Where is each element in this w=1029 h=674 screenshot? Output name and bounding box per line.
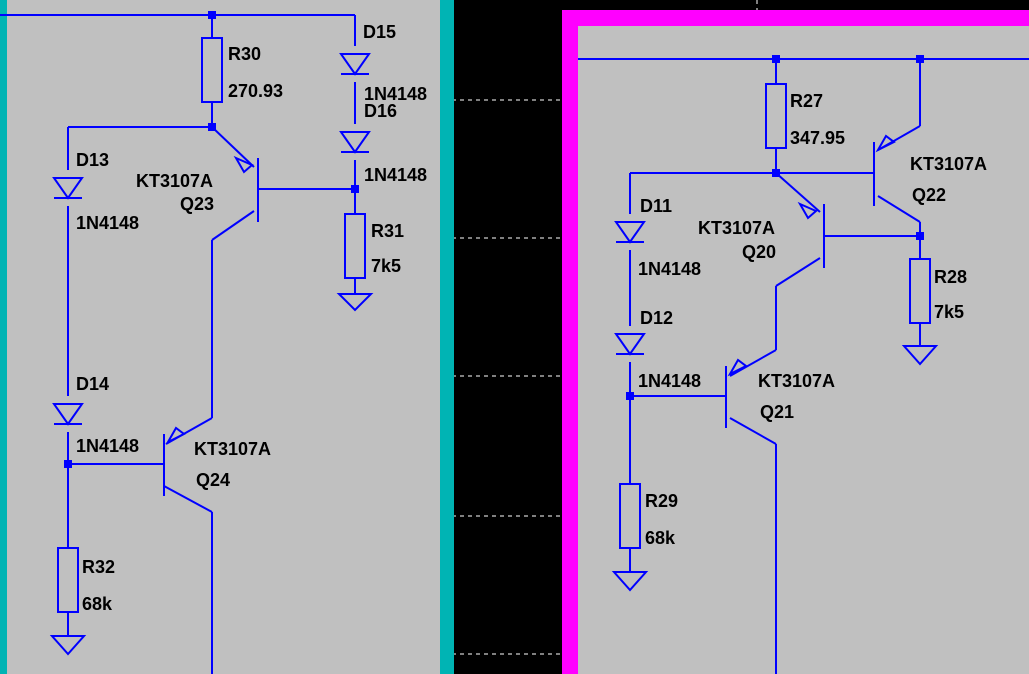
d14-name: D14 bbox=[76, 374, 109, 394]
r29-name: R29 bbox=[645, 491, 678, 511]
ground-r32 bbox=[49, 635, 87, 656]
left-sheet[interactable]: R30 270.93 D15 1N4148 D16 1N4148 KT3107A… bbox=[0, 0, 454, 674]
q21-name: Q21 bbox=[760, 402, 794, 422]
d15-name: D15 bbox=[363, 22, 396, 42]
r32-name: R32 bbox=[82, 557, 115, 577]
diode-d16[interactable]: D16 1N4148 bbox=[339, 101, 427, 185]
d12-model: 1N4148 bbox=[638, 371, 701, 391]
q21-model: KT3107A bbox=[758, 371, 835, 391]
transistor-q20[interactable]: KT3107A Q20 bbox=[698, 201, 825, 268]
resistor-r31[interactable]: R31 7k5 bbox=[344, 213, 404, 279]
right-wires bbox=[578, 58, 1029, 674]
q20-model: KT3107A bbox=[698, 218, 775, 238]
diode-d11[interactable]: D11 1N4148 bbox=[614, 196, 701, 279]
d12-name: D12 bbox=[640, 308, 673, 328]
d11-model: 1N4148 bbox=[638, 259, 701, 279]
d16-model: 1N4148 bbox=[364, 165, 427, 185]
diode-d12[interactable]: D12 1N4148 bbox=[614, 308, 701, 391]
r28-value: 7k5 bbox=[934, 302, 964, 322]
d15-model: 1N4148 bbox=[364, 84, 427, 104]
left-wires bbox=[0, 14, 356, 674]
r27-name: R27 bbox=[790, 91, 823, 111]
transistor-q23[interactable]: KT3107A Q23 bbox=[136, 155, 259, 222]
r29-value: 68k bbox=[645, 528, 676, 548]
transistor-q22[interactable]: KT3107A Q22 bbox=[873, 134, 987, 206]
q22-model: KT3107A bbox=[910, 154, 987, 174]
resistor-r29[interactable]: R29 68k bbox=[619, 483, 678, 549]
r30-name: R30 bbox=[228, 44, 261, 64]
right-junctions bbox=[626, 55, 924, 400]
r28-name: R28 bbox=[934, 267, 967, 287]
q23-name: Q23 bbox=[180, 194, 214, 214]
q20-name: Q20 bbox=[742, 242, 776, 262]
ground-r28 bbox=[901, 345, 939, 366]
r31-name: R31 bbox=[371, 221, 404, 241]
q24-model: KT3107A bbox=[194, 439, 271, 459]
resistor-r30[interactable]: R30 270.93 bbox=[201, 37, 283, 103]
ground-r31 bbox=[336, 293, 374, 312]
left-frame-border-left bbox=[0, 0, 7, 674]
r27-value: 347.95 bbox=[790, 128, 845, 148]
left-frame-border-right bbox=[440, 0, 454, 674]
d13-model: 1N4148 bbox=[76, 213, 139, 233]
d16-name: D16 bbox=[364, 101, 397, 121]
resistor-r28[interactable]: R28 7k5 bbox=[909, 258, 967, 324]
resistor-r27[interactable]: R27 347.95 bbox=[765, 83, 845, 149]
q23-model: KT3107A bbox=[136, 171, 213, 191]
r31-value: 7k5 bbox=[371, 256, 401, 276]
ground-r29 bbox=[611, 571, 649, 592]
transistor-q21[interactable]: KT3107A Q21 bbox=[725, 358, 835, 428]
diode-d14[interactable]: D14 1N4148 bbox=[52, 374, 139, 456]
d14-model: 1N4148 bbox=[76, 436, 139, 456]
grid-lines bbox=[452, 0, 758, 655]
left-junctions bbox=[64, 11, 359, 468]
q24-name: Q24 bbox=[196, 470, 230, 490]
d11-name: D11 bbox=[640, 196, 672, 216]
transistor-q24[interactable]: KT3107A Q24 bbox=[163, 426, 271, 496]
r30-value: 270.93 bbox=[228, 81, 283, 101]
resistor-r32[interactable]: R32 68k bbox=[57, 547, 115, 614]
diode-d13[interactable]: D13 1N4148 bbox=[52, 150, 139, 233]
right-sheet[interactable]: R27 347.95 KT3107A Q22 KT3107A Q20 R28 7… bbox=[562, 10, 1029, 674]
diode-d15[interactable]: D15 1N4148 bbox=[339, 22, 427, 104]
r32-value: 68k bbox=[82, 594, 113, 614]
q22-name: Q22 bbox=[912, 185, 946, 205]
d13-name: D13 bbox=[76, 150, 109, 170]
